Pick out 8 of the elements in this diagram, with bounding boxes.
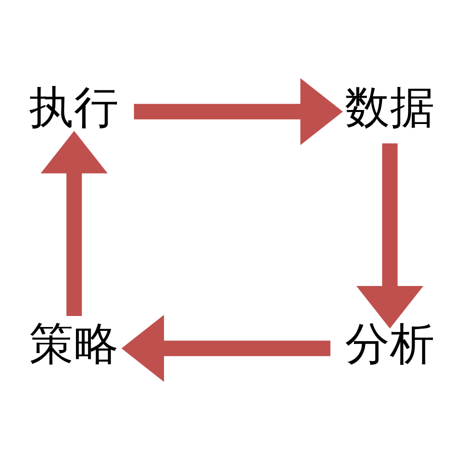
node-text: 数据 xyxy=(344,81,435,134)
node-text: 执行 xyxy=(29,81,120,134)
node-text: 策略 xyxy=(29,318,120,370)
node-text: 分析 xyxy=(344,318,435,370)
arrow xyxy=(134,78,343,146)
arrow xyxy=(40,130,108,316)
arrow xyxy=(356,143,424,328)
arrow xyxy=(121,314,330,382)
